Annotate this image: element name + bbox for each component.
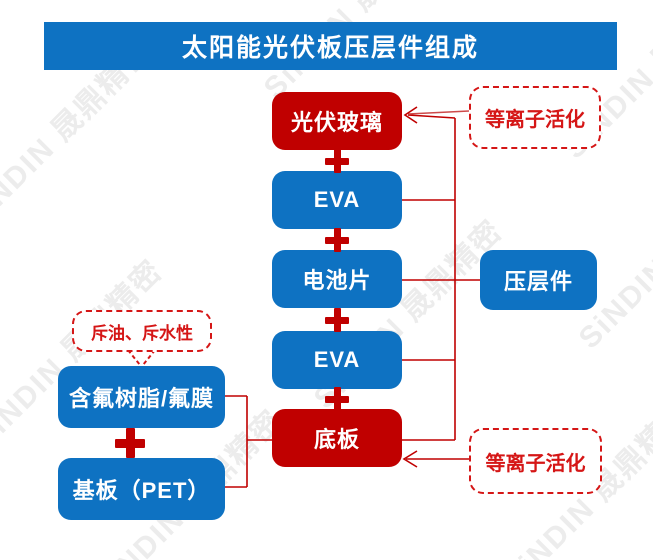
- layer-box-eva-top: EVA: [272, 171, 402, 229]
- annotation-label: 等离子活化: [485, 109, 585, 131]
- layer-box-backsheet: 底板: [272, 409, 402, 467]
- plus-icon: [325, 308, 349, 332]
- left-bracket-line: [225, 395, 272, 488]
- layer-label: EVA: [313, 347, 361, 372]
- annotation-label: 等离子活化: [485, 452, 586, 475]
- plus-icon: [115, 428, 145, 458]
- layer-box-pet-substrate: 基板（PET）: [58, 458, 225, 520]
- layer-label: EVA: [313, 187, 361, 212]
- layer-label: 底板: [313, 427, 360, 452]
- dashed-down-arrow-icon: [127, 349, 156, 366]
- layer-box-fluoro-film: 含氟树脂/氟膜: [58, 366, 225, 428]
- layer-label: 电池片: [302, 268, 372, 293]
- annotation-label: 斥油、斥水性: [91, 323, 193, 343]
- plus-icon: [325, 228, 349, 252]
- layer-label: 基板（PET）: [72, 478, 211, 503]
- plus-icon: [325, 149, 349, 173]
- annotation-repellency-note: 斥油、斥水性: [72, 310, 212, 352]
- arrowhead-left-icon: [402, 450, 418, 468]
- layer-label: 光伏玻璃: [290, 110, 383, 135]
- layer-label: 含氟树脂/氟膜: [68, 386, 215, 411]
- annotation-plasma-bottom: 等离子活化: [469, 428, 602, 494]
- laminate-label: 压层件: [503, 269, 573, 294]
- layer-box-eva-bottom: EVA: [272, 331, 402, 389]
- page-title-label: 太阳能光伏板压层件组成: [181, 34, 479, 62]
- arrowhead-left-icon: [403, 106, 418, 124]
- layer-box-pv-glass: 光伏玻璃: [272, 92, 402, 150]
- bus-top-bend-line: [407, 114, 456, 119]
- plus-icon: [325, 387, 349, 411]
- plasma-top-arrow-line: [407, 110, 470, 115]
- layer-box-cell: 电池片: [272, 250, 402, 308]
- annotation-plasma-top: 等离子活化: [469, 86, 601, 149]
- page-title: 太阳能光伏板压层件组成: [44, 22, 617, 70]
- laminate-result-box: 压层件: [480, 250, 597, 310]
